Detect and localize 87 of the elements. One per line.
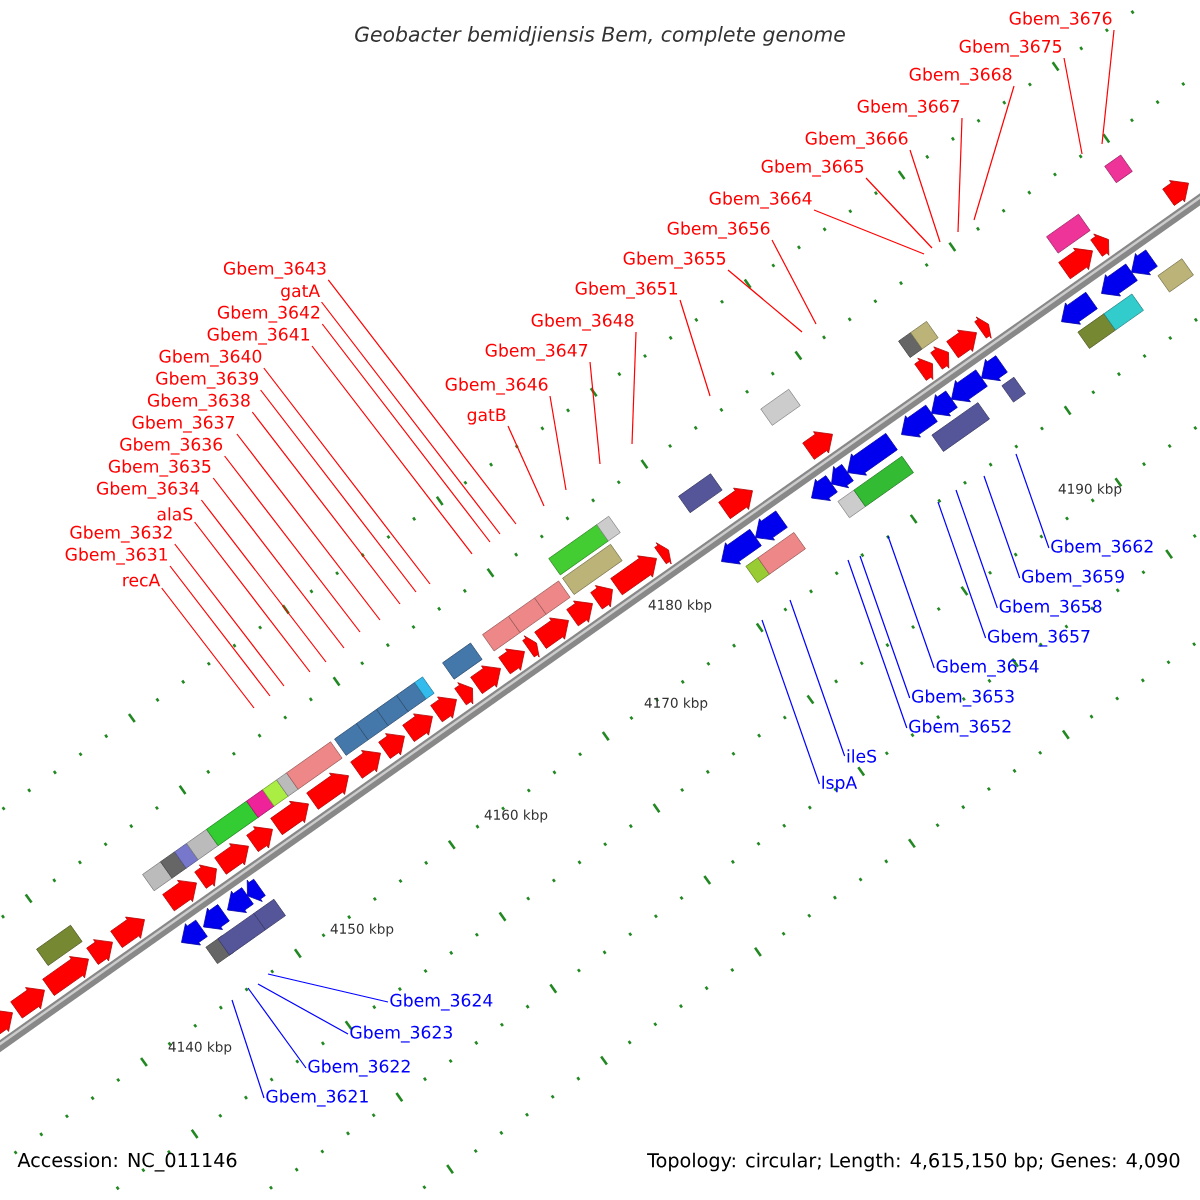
leader-line xyxy=(507,425,545,507)
leader-line xyxy=(973,85,1015,221)
leader-line xyxy=(955,489,998,609)
footer-text: Accession: NC_011146 xyxy=(17,1152,237,1172)
leader-line xyxy=(251,411,401,605)
gene-label: Gbem_3639 xyxy=(156,371,258,389)
leader-line xyxy=(194,521,311,673)
gene-label: Gbem_3624 xyxy=(390,993,493,1011)
title: Geobacter bemidjiensis Bem, complete genome xyxy=(355,26,845,46)
leader-line xyxy=(320,301,501,535)
leader-line xyxy=(260,389,417,593)
leader-line xyxy=(983,475,1021,579)
leader-line xyxy=(224,455,361,633)
leader-line xyxy=(631,331,637,445)
leader-line xyxy=(761,619,820,785)
gene-label: Gbem_3666 xyxy=(805,131,908,149)
leader-line xyxy=(321,323,491,543)
gene-label: Gbem_3646 xyxy=(445,377,548,395)
leader-line xyxy=(257,983,349,1035)
gene-label: Gbem_3631 xyxy=(65,547,167,565)
gene-label: Gbem_3657 xyxy=(988,629,1090,647)
gene-label: Gbem_3655 xyxy=(623,251,726,269)
gene-label: Gbem_3658 xyxy=(999,599,1102,617)
leader-line xyxy=(813,209,925,255)
leader-line xyxy=(247,987,307,1069)
leader-line xyxy=(161,587,255,709)
gene-label: ileS xyxy=(847,749,877,763)
gene-label: Gbem_3634 xyxy=(97,481,199,499)
leader-line xyxy=(887,535,935,669)
leader-line xyxy=(679,299,711,397)
leader-line xyxy=(771,239,817,325)
leader-line xyxy=(200,499,327,663)
gene-label: Gbem_3664 xyxy=(709,191,812,209)
gene-label: Gbem_3662 xyxy=(1051,539,1153,557)
gene-label: Gbem_3656 xyxy=(667,221,770,239)
gene-label: Gbem_3652 xyxy=(909,719,1011,737)
footer-text: Topology: circular; Length: 4,615,150 bp; Genes: 4,090 xyxy=(647,1152,1180,1172)
gene-label: gatB xyxy=(467,408,506,425)
leader-line xyxy=(311,345,473,555)
leader-line xyxy=(589,361,601,465)
leader-line xyxy=(859,555,911,699)
leader-line xyxy=(957,117,963,233)
gene-label: recA xyxy=(123,573,161,587)
leader-line xyxy=(1101,29,1115,145)
gene-label: Gbem_3622 xyxy=(308,1059,410,1077)
leader-line xyxy=(909,149,941,243)
gene-label: Gbem_3667 xyxy=(857,99,960,117)
gene-label: Gbem_3637 xyxy=(132,415,235,433)
leader-line xyxy=(169,565,271,697)
leader-line xyxy=(236,433,381,621)
gene-label: alaS xyxy=(157,507,193,521)
gene-label: Gbem_3668 xyxy=(909,67,1012,85)
gene-label: Gbem_3643 xyxy=(223,261,326,279)
gene-label: Gbem_3636 xyxy=(120,437,223,455)
leader-line xyxy=(1063,57,1083,155)
gene-label: Gbem_3623 xyxy=(350,1025,452,1043)
leader-line xyxy=(1015,453,1050,549)
leader-line xyxy=(263,367,431,585)
gene-label: gatA xyxy=(281,284,320,301)
gene-label: Gbem_3647 xyxy=(485,343,588,361)
leader-line xyxy=(865,177,933,249)
gene-label: Gbem_3632 xyxy=(70,525,172,543)
gene-label: Gbem_3665 xyxy=(761,159,864,177)
gene-label: Gbem_3648 xyxy=(531,313,634,331)
gene-label: Gbem_3638 xyxy=(147,393,250,411)
leader-line xyxy=(327,279,517,525)
leader-line xyxy=(212,477,345,649)
leader-line xyxy=(937,501,987,639)
leader-line xyxy=(847,559,908,729)
gene-label: Gbem_3621 xyxy=(266,1089,368,1107)
leader-line xyxy=(727,269,803,333)
gene-label: Gbem_3642 xyxy=(217,305,320,323)
leader-line xyxy=(267,973,389,1003)
gene-label: Gbem_3676 xyxy=(1009,11,1112,29)
gene-label: Gbem_3640 xyxy=(159,349,262,367)
leader-line xyxy=(549,395,567,491)
gene-label: Gbem_3653 xyxy=(912,689,1014,707)
leader-line xyxy=(231,999,265,1099)
gene-label: Gbem_3675 xyxy=(959,39,1062,57)
gene-label: lspA xyxy=(822,775,858,793)
gene-label: Gbem_3651 xyxy=(575,281,677,299)
gene-label: Gbem_3659 xyxy=(1022,569,1124,587)
gene-label: Gbem_3635 xyxy=(108,459,211,477)
leader-line xyxy=(174,543,285,687)
gene-label: Gbem_3654 xyxy=(936,659,1039,677)
leader-line xyxy=(789,599,846,757)
gene-label: Gbem_3641 xyxy=(207,327,309,345)
